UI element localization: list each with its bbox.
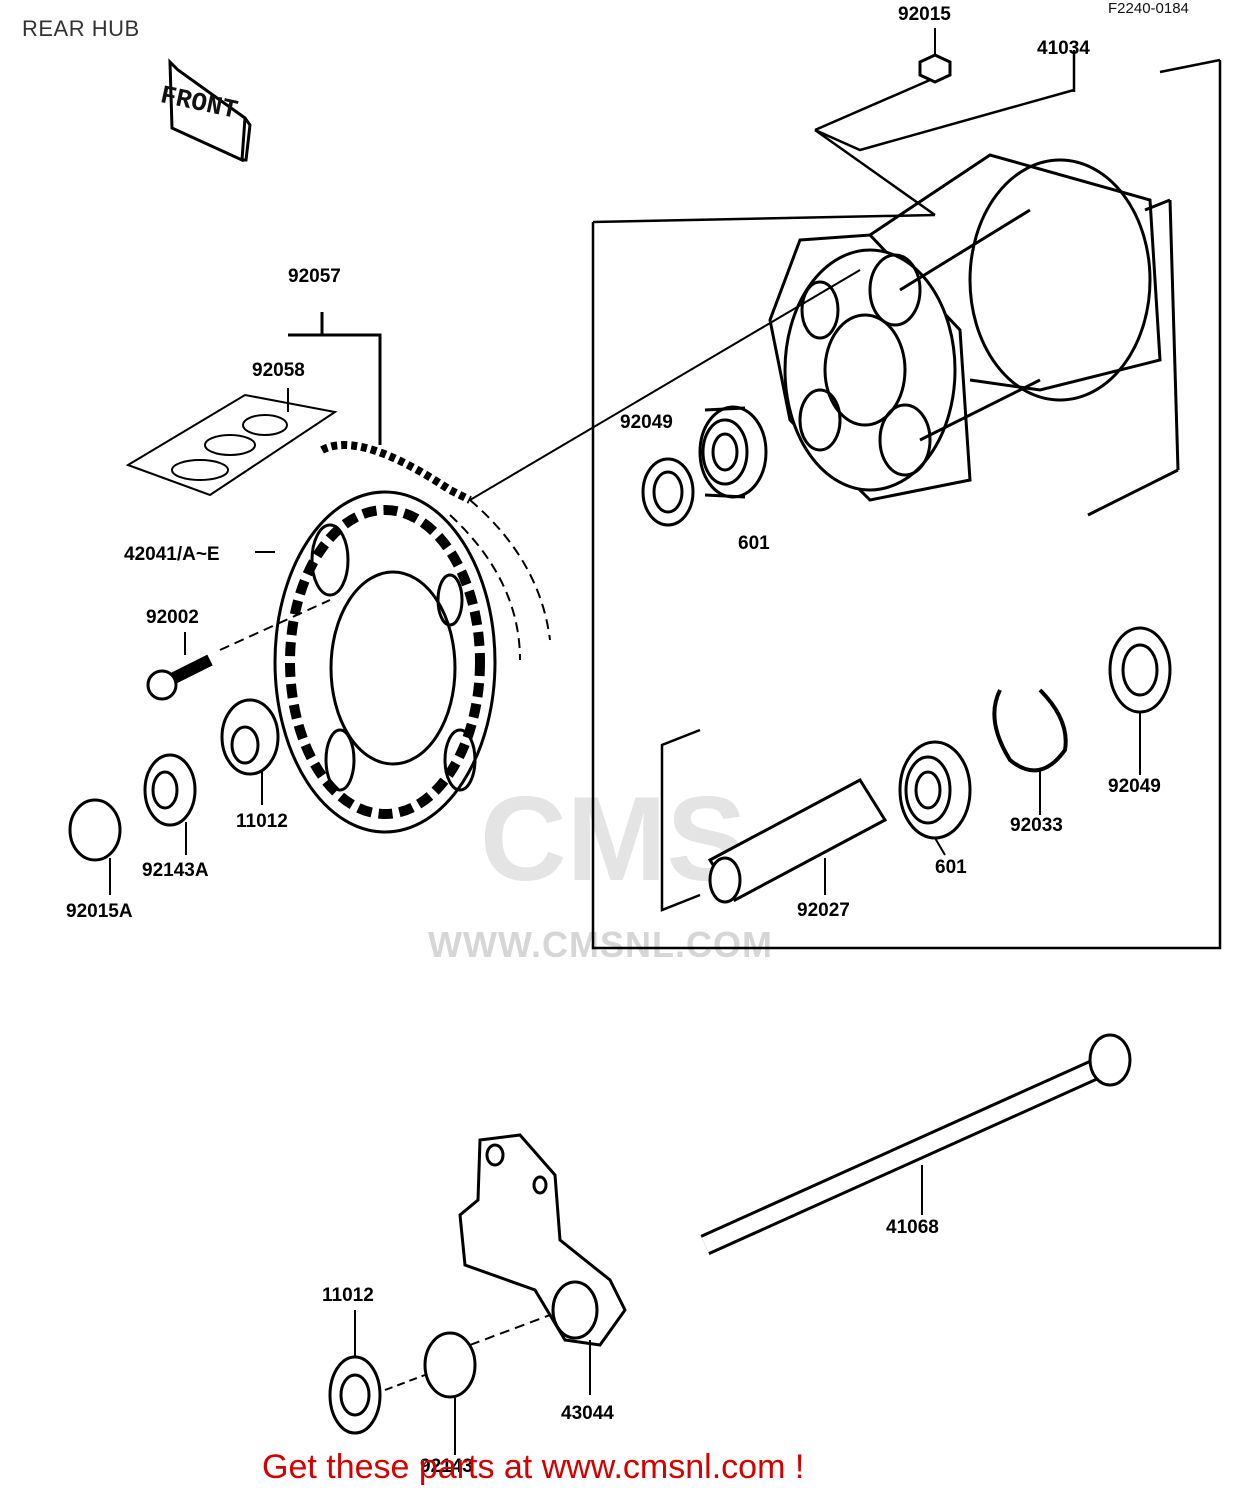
label-11012-top: 11012 — [236, 811, 288, 832]
label-92143a: 92143A — [142, 860, 209, 881]
hub-body — [768, 153, 1180, 517]
label-601-top: 601 — [738, 533, 770, 554]
label-92049-top: 92049 — [620, 412, 673, 433]
bearing-601-bottom — [898, 740, 972, 856]
page-title: REAR HUB — [22, 16, 140, 41]
label-92049-right: 92049 — [1108, 776, 1161, 797]
collar-92143a — [143, 753, 197, 855]
caliper-bracket-43044 — [458, 1133, 627, 1395]
circlip-92033 — [992, 688, 1068, 815]
label-92015: 92015 — [898, 4, 951, 25]
collar-92143 — [423, 1331, 477, 1455]
nut-92015 — [918, 28, 952, 84]
front-arrow-icon — [168, 58, 252, 163]
watermark-url: WWW.CMSNL.COM — [428, 924, 773, 965]
label-43044: 43044 — [561, 1403, 614, 1424]
label-92058: 92058 — [252, 360, 305, 381]
label-92002: 92002 — [146, 607, 199, 628]
label-92033: 92033 — [1010, 815, 1063, 836]
label-92027: 92027 — [797, 900, 850, 921]
label-601-bottom: 601 — [935, 857, 967, 878]
axle-41068 — [700, 1033, 1132, 1256]
rear-sprocket — [255, 490, 497, 834]
label-41068: 41068 — [886, 1217, 939, 1238]
footer-link-text[interactable]: Get these parts at www.cmsnl.com ! — [262, 1448, 805, 1486]
label-92143: 92143 — [420, 1456, 473, 1477]
label-42041: 42041/A~E — [124, 544, 220, 565]
spacer-92027 — [660, 728, 888, 912]
bolt-92002 — [146, 599, 331, 701]
seal-92049-top — [641, 457, 695, 527]
diagram-code: F2240-0184 — [1108, 0, 1189, 17]
hub-assembly-box — [591, 50, 1222, 950]
label-11012-bottom: 11012 — [322, 1285, 374, 1306]
bushing-11012-bottom — [328, 1310, 426, 1435]
label-41034: 41034 — [1037, 38, 1090, 59]
label-92057: 92057 — [288, 266, 341, 287]
nut-92015a — [68, 798, 122, 895]
bearing-601-top — [698, 405, 768, 499]
drive-chain — [288, 312, 551, 661]
watermark-logo: CMS — [480, 772, 747, 906]
master-link — [125, 388, 338, 497]
bushing-11012-top — [220, 698, 280, 805]
label-92015a: 92015A — [66, 901, 133, 922]
seal-92049-right — [1108, 626, 1172, 775]
